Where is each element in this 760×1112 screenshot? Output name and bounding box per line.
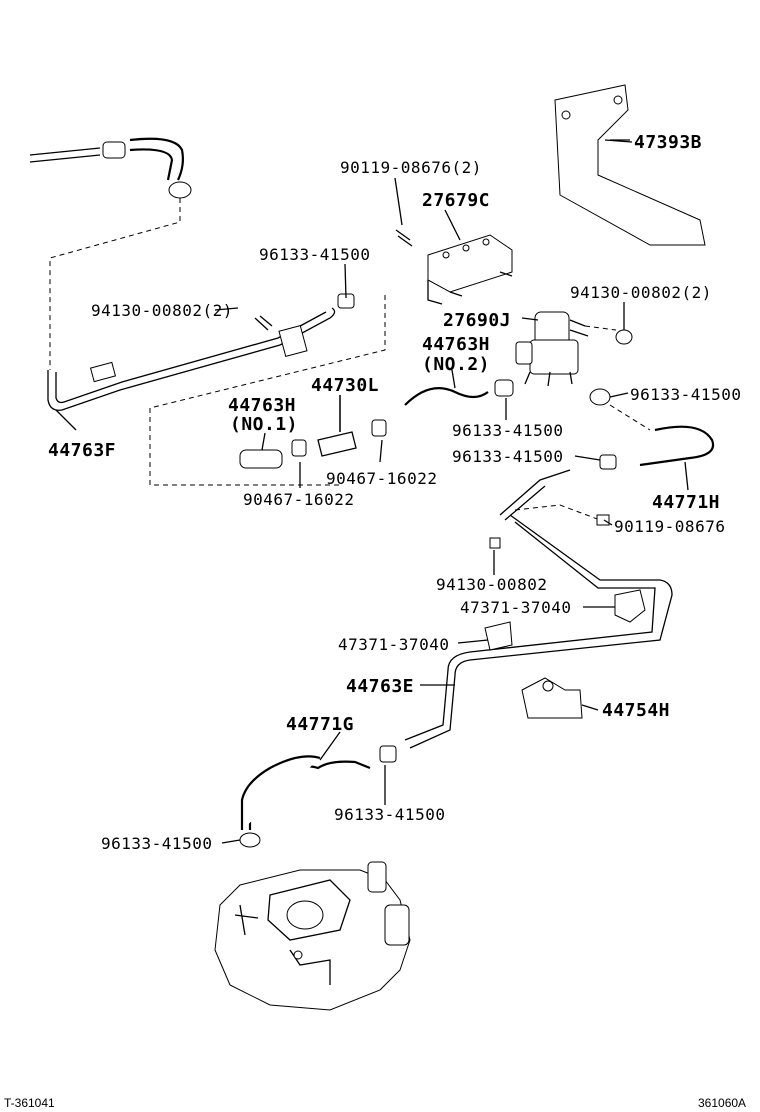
label-96133-e: 96133-41500 <box>334 805 445 824</box>
label-94130-right: 94130-00802(2) <box>570 283 712 302</box>
leader-lines <box>55 139 689 844</box>
upper-line-hose <box>29 137 192 370</box>
label-27679c: 27679C <box>422 190 490 211</box>
injection-pump <box>214 861 411 1011</box>
label-47371-b: 47371-37040 <box>338 635 449 654</box>
label-44754h: 44754H <box>602 700 670 721</box>
label-27690j: 27690J <box>443 310 511 331</box>
vsv-27690j <box>515 311 633 387</box>
label-96133-a: 96133-41500 <box>259 245 370 264</box>
part-labels: 47393B 90119-08676(2) 27679C 96133-41500… <box>48 132 741 853</box>
label-44763h-no1-sub: (NO.1) <box>230 414 298 435</box>
label-44771g: 44771G <box>286 714 354 735</box>
label-44763h-no1: 44763H <box>228 395 296 416</box>
label-44771h: 44771H <box>652 492 720 513</box>
label-44730l: 44730L <box>311 375 379 396</box>
footer-right-code: 361060A <box>698 1096 746 1110</box>
pipe-44763e <box>404 469 673 749</box>
label-94130-mid: 94130-00802 <box>436 575 547 594</box>
label-90467-b: 90467-16022 <box>243 490 354 509</box>
label-96133-c: 96133-41500 <box>452 421 563 440</box>
label-90119-right: 90119-08676 <box>614 517 725 536</box>
label-44763f: 44763F <box>48 440 116 461</box>
label-90119-top: 90119-08676(2) <box>340 158 482 177</box>
label-44763h-no2-sub: (NO.2) <box>422 354 490 375</box>
small-hoses <box>239 379 715 470</box>
label-47393b: 47393B <box>634 132 702 153</box>
label-96133-f: 96133-41500 <box>101 834 212 853</box>
label-96133-d: 96133-41500 <box>452 447 563 466</box>
label-90467-a: 90467-16022 <box>326 469 437 488</box>
hose-44771g <box>239 745 397 848</box>
bracket-47393b <box>554 84 706 246</box>
label-44763e: 44763E <box>346 676 414 697</box>
label-94130-left: 94130-00802(2) <box>91 301 233 320</box>
footer-left-code: T-361041 <box>4 1096 55 1110</box>
label-96133-b: 96133-41500 <box>630 385 741 404</box>
bracket-27679c <box>395 229 513 305</box>
label-47371-a: 47371-37040 <box>460 598 571 617</box>
label-44763h-no2: 44763H <box>422 334 490 355</box>
